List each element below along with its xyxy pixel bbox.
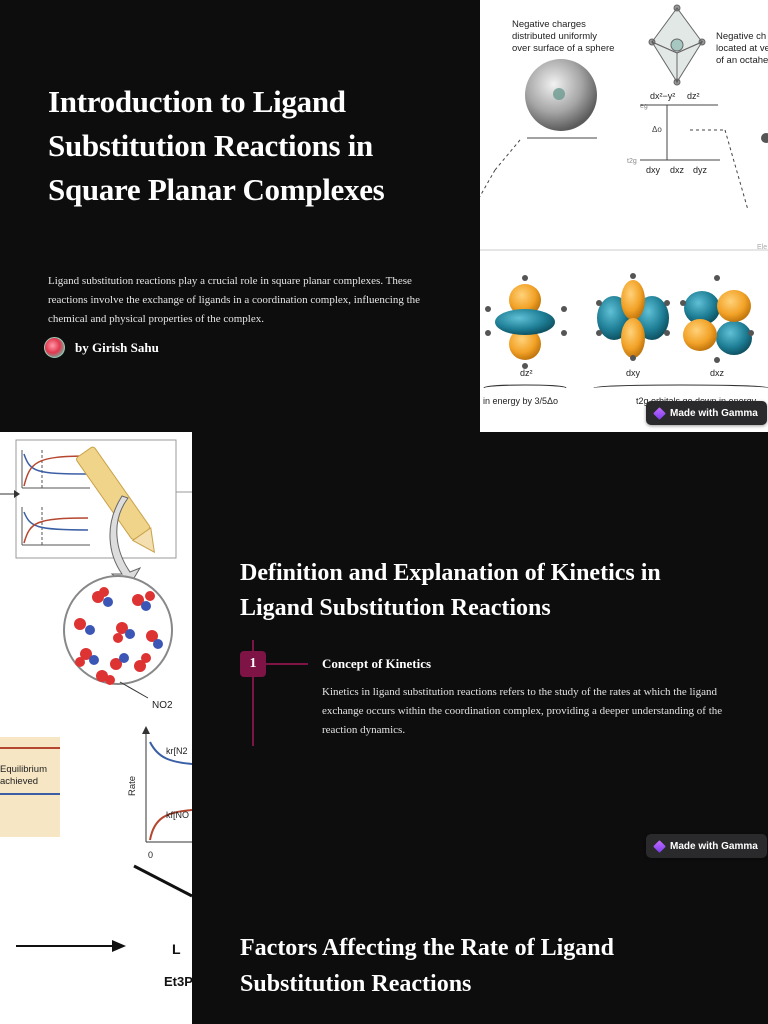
orbital-dz2-icon bbox=[485, 275, 567, 369]
orbital-dxz-icon bbox=[680, 275, 754, 363]
slide-title: Factors Affecting the Rate of Ligand Sub… bbox=[240, 935, 614, 997]
orbital-dxy-icon bbox=[596, 273, 670, 361]
slide-title: Introduction to Ligand Substitution Reac… bbox=[48, 84, 385, 207]
gamma-logo-icon bbox=[653, 406, 666, 420]
slide-description: Ligand substitution reactions play a cru… bbox=[48, 275, 421, 325]
et3p-label: Et3P bbox=[164, 974, 192, 989]
t2g-label: t2g bbox=[627, 158, 637, 165]
sphere-label-line1: Negative charges bbox=[512, 19, 586, 30]
upper-orbital-1: dx²−y² bbox=[650, 91, 675, 101]
side-label: Ele bbox=[757, 244, 767, 251]
orbital-label-dxz: dxz bbox=[710, 368, 725, 378]
gamma-logo-icon bbox=[653, 839, 666, 853]
kinetics-diagram-image: NO2 Equilibrium achieved Rate kr[N2 kf[N… bbox=[0, 432, 192, 1024]
pencil-icon bbox=[76, 446, 156, 554]
upper-orbital-2: dz² bbox=[687, 91, 700, 101]
octahedron-label-line1: Negative ch bbox=[716, 31, 766, 42]
molecules-icon bbox=[74, 587, 163, 685]
equilibrium-box bbox=[0, 737, 60, 837]
equilibrium-label-line1: Equilibrium bbox=[0, 764, 47, 775]
step-number-badge: 1 bbox=[240, 651, 266, 677]
zero-label: 0 bbox=[148, 850, 153, 860]
k-bottom-label: kf[NO bbox=[166, 810, 189, 820]
author-name: by Girish Sahu bbox=[75, 339, 159, 355]
sphere-label-line3: over surface of a sphere bbox=[512, 43, 614, 54]
made-with-gamma-label: Made with Gamma bbox=[670, 407, 758, 419]
k-top-label: kr[N2 bbox=[166, 746, 188, 756]
delta-label: Δo bbox=[652, 125, 662, 134]
orbital-label-dz2: dz² bbox=[520, 368, 533, 378]
no2-label: NO2 bbox=[152, 700, 173, 711]
slide-title: Definition and Explanation of Kinetics i… bbox=[240, 560, 661, 621]
timeline-line bbox=[252, 640, 254, 746]
equilibrium-label-line2: achieved bbox=[0, 776, 38, 787]
lower-orbital-1: dxy bbox=[646, 165, 661, 175]
slide-intro: Introduction to Ligand Substitution Reac… bbox=[0, 0, 768, 432]
step-title: Concept of Kinetics bbox=[322, 656, 432, 671]
orbital-label-dxy: dxy bbox=[626, 368, 641, 378]
octahedron-icon bbox=[648, 4, 706, 86]
lower-orbital-3: dyz bbox=[693, 165, 708, 175]
crystal-field-diagram-image: Negative charges distributed uniformly o… bbox=[480, 0, 768, 432]
sphere-label-line2: distributed uniformly bbox=[512, 31, 597, 42]
octahedron-label-line2: located at ve bbox=[716, 43, 768, 54]
made-with-gamma-badge[interactable]: Made with Gamma bbox=[646, 401, 767, 425]
made-with-gamma-label: Made with Gamma bbox=[670, 840, 758, 852]
author-avatar bbox=[44, 337, 65, 358]
rate-axis-label: Rate bbox=[127, 776, 138, 796]
made-with-gamma-badge[interactable]: Made with Gamma bbox=[646, 834, 767, 858]
author-byline: by Girish Sahu bbox=[44, 337, 159, 358]
eg-label: eg bbox=[640, 103, 648, 110]
letter-l-label: L bbox=[172, 941, 181, 957]
caption-left: in energy by 3/5Δo bbox=[483, 396, 558, 406]
lower-orbital-2: dxz bbox=[670, 165, 685, 175]
timeline-connector bbox=[266, 663, 308, 665]
step-description: Kinetics in ligand substitution reaction… bbox=[322, 686, 723, 736]
octahedron-label-line3: of an octahe bbox=[716, 55, 768, 66]
